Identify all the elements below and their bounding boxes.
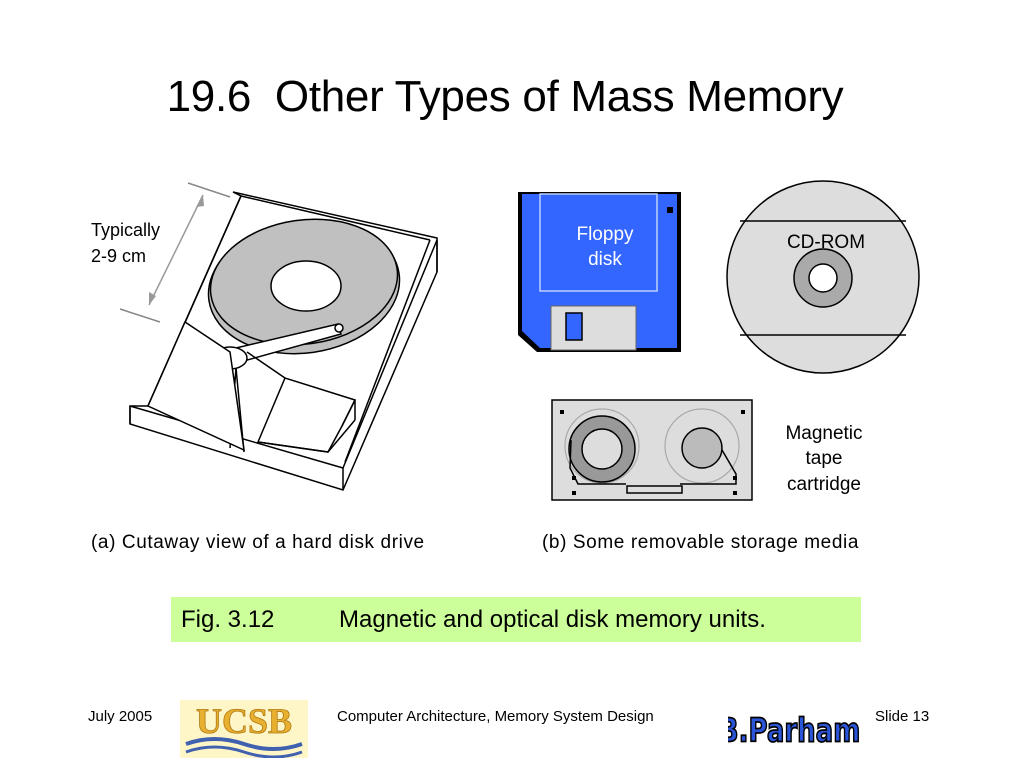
tape-label-line3: cartridge xyxy=(787,474,861,495)
author-logo-text: B.Parhami xyxy=(728,712,860,750)
footer-course: Computer Architecture, Memory System Des… xyxy=(337,708,654,725)
dimension-label-line1: Typically xyxy=(91,220,160,240)
ucsb-logo-text: UCSB xyxy=(196,701,292,741)
slide-title: 19.6 Other Types of Mass Memory xyxy=(166,72,844,121)
caption-b: (b) Some removable storage media xyxy=(542,532,860,553)
footer-slide-number: Slide 13 xyxy=(875,708,930,725)
figure-caption-box: Fig. 3.12 Magnetic and optical disk memo… xyxy=(171,597,861,642)
figure-number: Fig. 3.12 xyxy=(181,606,275,633)
cd-rom-label: CD-ROM xyxy=(787,232,865,253)
dimension-arrow xyxy=(119,182,231,323)
dimension-label-line2: 2-9 cm xyxy=(91,246,146,266)
floppy-label-line2: disk xyxy=(588,249,622,270)
floppy-disk-drawing xyxy=(518,192,681,352)
hard-disk-drive-drawing xyxy=(119,182,438,491)
tape-label-line2: tape xyxy=(806,448,843,469)
author-logo: B.Parhami xyxy=(728,711,860,750)
tape-cartridge-drawing xyxy=(551,399,753,501)
platter-drawing xyxy=(207,218,401,355)
ucsb-logo: UCSB xyxy=(180,700,308,758)
footer-date: July 2005 xyxy=(88,708,153,725)
cd-rom-drawing xyxy=(726,180,920,374)
figure-caption-text: Magnetic and optical disk memory units. xyxy=(339,606,766,633)
caption-a: (a) Cutaway view of a hard disk drive xyxy=(91,532,425,553)
tape-label-line1: Magnetic xyxy=(785,423,862,444)
floppy-label-line1: Floppy xyxy=(576,224,634,245)
